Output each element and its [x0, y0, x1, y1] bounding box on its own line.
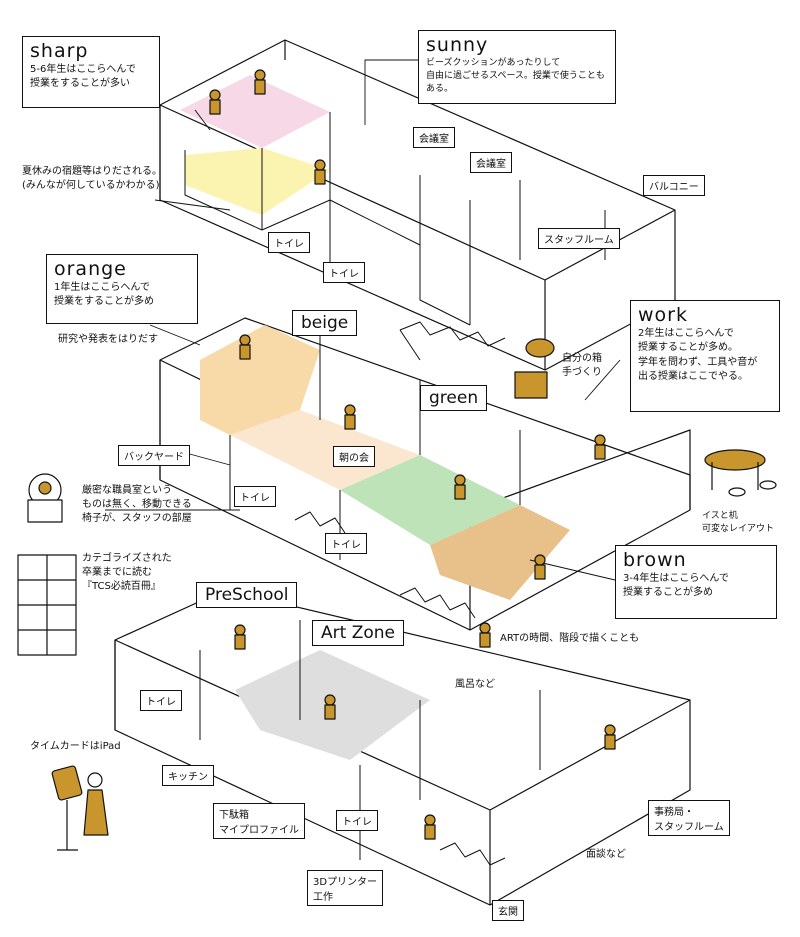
bookshelf-illustration	[17, 554, 77, 656]
ipad-stand-illustration	[51, 765, 109, 851]
orange-title: orange	[54, 258, 127, 280]
stairs-lower	[294, 511, 506, 866]
brown-title: brown	[623, 549, 687, 571]
people-marks	[209, 69, 616, 840]
brown-area	[430, 505, 570, 600]
orange-desc: 1年生はここらへんで 授業をすることが多め	[54, 281, 154, 308]
jimukyoku-tag: 事務局・ スタッフルーム	[648, 800, 730, 836]
brown-box: brown 3-4年生はここらへんで 授業することが多め	[615, 545, 777, 619]
toilet-tag-5: トイレ	[140, 690, 182, 711]
kaigi2-tag: 会議室	[470, 152, 512, 173]
work-box: work 2年生はここらへんで 授業することが多め。 学年を問わず、工具や音が …	[630, 300, 780, 412]
leader-lines	[105, 59, 621, 581]
sharp-desc: 5-6年生はここらへんで 授業をすることが多い	[30, 63, 136, 90]
sunny-desc: ビーズクッションがあったりして 自由に過ごせるスペース。授業で使うこともある。	[426, 57, 605, 94]
toilet-tag-2: トイレ	[323, 262, 365, 283]
orange-box: orange 1年生はここらへんで 授業をすることが多め	[46, 254, 198, 324]
orange-area	[200, 325, 320, 435]
sharp-box: sharp 5-6年生はここらへんで 授業をすることが多い	[22, 36, 160, 108]
toilet-tag-4: トイレ	[325, 533, 367, 554]
own-box-note: 自分の箱 手づくり	[562, 353, 602, 378]
table-illustration	[704, 449, 777, 497]
asakai-tag: 朝の会	[333, 446, 375, 467]
books-note: カテゴライズされた 卒業までに読む 『TCS必読百冊』	[82, 553, 172, 592]
work-title: work	[638, 304, 688, 326]
chair-illustration	[27, 473, 63, 523]
toilet-tag-6: トイレ	[336, 810, 378, 831]
preschool-tag: PreSchool	[196, 582, 298, 608]
backyard-tag: バックヤード	[118, 445, 190, 466]
chairs-note: 厳密な職員室という ものは無く、移動できる 椅子が、スタッフの部屋	[82, 485, 192, 524]
sunny-title: sunny	[426, 34, 489, 56]
bath-note: 風呂など	[455, 679, 495, 690]
brown-desc: 3-4年生はここらへんで 授業することが多め	[623, 572, 729, 599]
toilet-tag-3: トイレ	[234, 486, 276, 507]
green-area	[340, 455, 520, 545]
art-stairs-note: ARTの時間、階段で描くことも	[500, 633, 640, 644]
yellow-wall-area	[185, 148, 330, 215]
sunny-box: sunny ビーズクッションがあったりして 自由に過ごせるスペース。授業で使うこ…	[418, 30, 616, 104]
mendan-note: 面談など	[586, 849, 626, 860]
artzone-tag: Art Zone	[312, 620, 404, 646]
beige-area	[230, 410, 420, 490]
timecard-note: タイムカードはiPad	[30, 741, 121, 752]
layout-note: イスと机 可変なレイアウト	[702, 511, 775, 534]
kitchen-tag: キッチン	[162, 765, 214, 786]
research-note: 研究や発表をはりだす	[58, 334, 158, 345]
shoebox-tag: 下駄箱 マイプロファイル	[213, 803, 305, 839]
sharp-title: sharp	[30, 40, 89, 62]
genkan-tag: 玄関	[492, 900, 524, 921]
kaigi1-tag: 会議室	[413, 127, 455, 148]
work-desc: 2年生はここらへんで 授業することが多め。 学年を問わず、工具や音が 出る授業は…	[638, 327, 758, 383]
green-tag: green	[420, 385, 488, 411]
balcony-tag: バルコニー	[643, 175, 705, 196]
own-box-illustration	[514, 338, 555, 399]
printer-tag: 3Dプリンター 工作	[307, 870, 384, 906]
stairs-upper	[399, 321, 506, 361]
beige-tag: beige	[292, 310, 358, 336]
summer-note: 夏休みの宿題等はりだされる。 (みんなが何しているかわかる)	[22, 166, 162, 191]
staffroom-tag: スタッフルーム	[538, 228, 620, 249]
toilet-tag-1: トイレ	[268, 232, 310, 253]
